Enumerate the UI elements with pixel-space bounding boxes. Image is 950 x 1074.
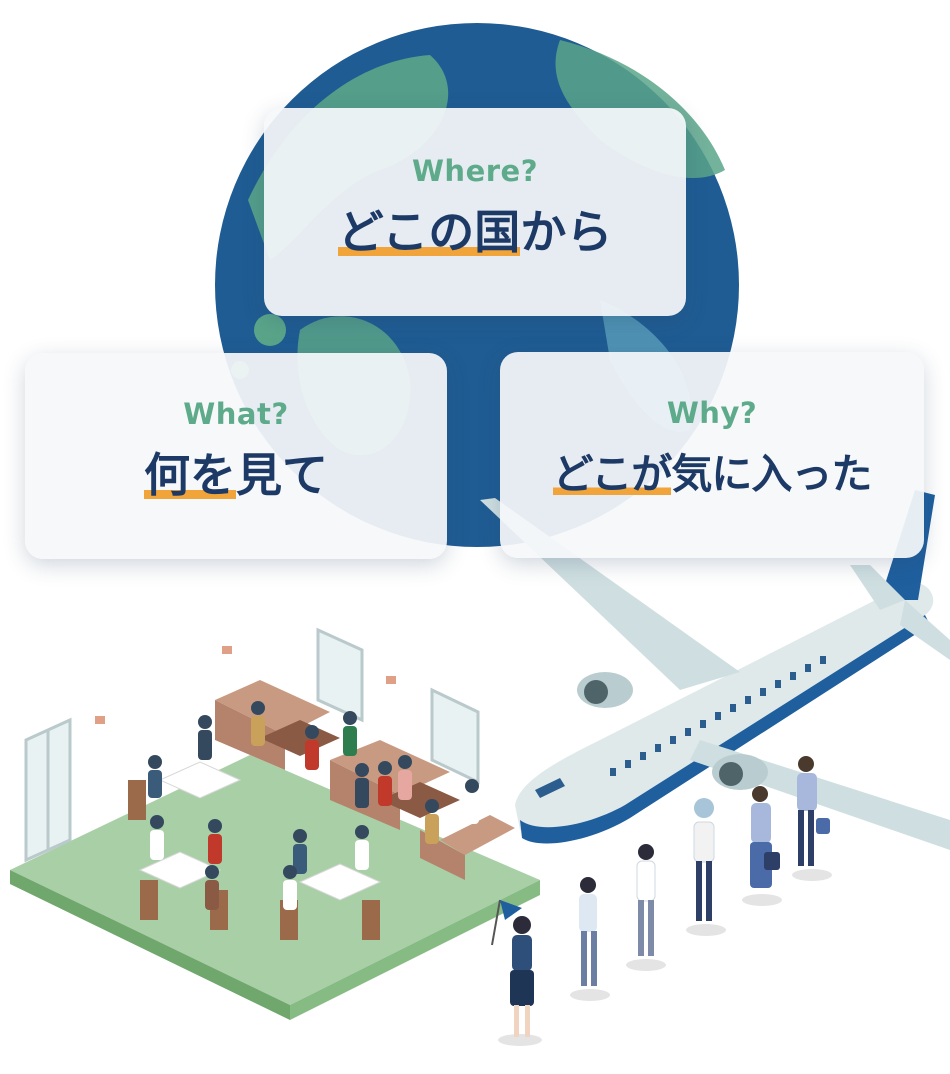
card-why: Why? どこが気に入った xyxy=(500,352,924,558)
what-english-label: What? xyxy=(183,397,289,431)
why-rest-text: 気に入った xyxy=(671,450,872,498)
where-english-label: Where? xyxy=(411,154,539,188)
card-where: Where? どこの国から xyxy=(264,108,686,316)
card-what: What? 何を見て xyxy=(25,353,447,559)
where-japanese-label: どこの国から xyxy=(264,196,686,262)
where-highlight-text: どこの国 xyxy=(337,205,521,259)
tourists-illustration xyxy=(491,756,832,1046)
why-japanese-label: どこが気に入った xyxy=(500,440,924,500)
where-rest-text: から xyxy=(520,205,613,259)
tour-flag-icon xyxy=(491,899,522,946)
restaurant-illustration xyxy=(10,627,540,1020)
what-highlight-text: 何を xyxy=(144,448,236,502)
what-rest-text: 見て xyxy=(236,448,328,502)
what-japanese-label: 何を見て xyxy=(25,439,447,505)
why-english-label: Why? xyxy=(666,396,758,430)
why-highlight-text: どこが xyxy=(552,450,672,498)
